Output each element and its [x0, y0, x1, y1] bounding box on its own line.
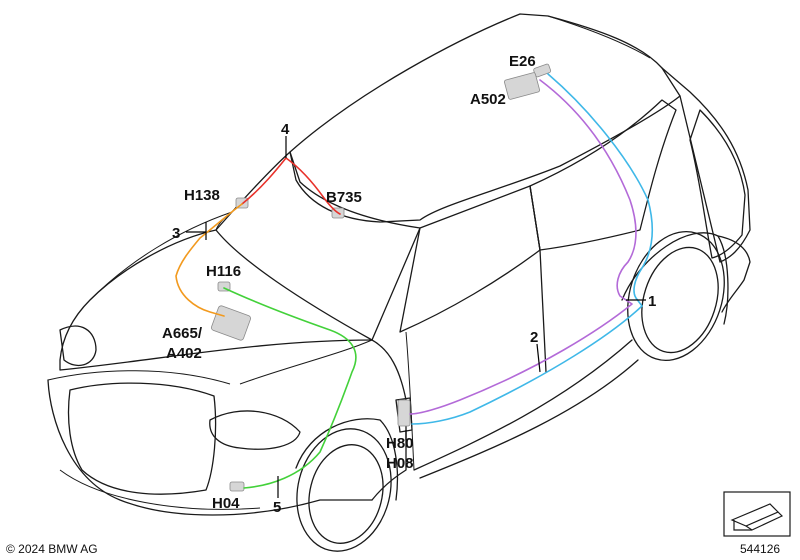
label-a665: A665/ — [162, 325, 203, 342]
label-e26: E26 — [509, 53, 536, 70]
headlight-right — [209, 410, 301, 450]
component-a502 — [504, 72, 540, 100]
bumper-line — [47, 370, 231, 385]
roof-rear — [547, 15, 651, 59]
wire-red — [241, 157, 341, 215]
front-wheel-inner — [308, 444, 384, 544]
label-1: 1 — [648, 293, 656, 310]
label-a502: A502 — [470, 91, 506, 108]
grille-outline — [67, 382, 217, 495]
label-b735: B735 — [326, 189, 362, 206]
label-a402: A402 — [166, 345, 202, 362]
wire-blue — [411, 73, 654, 425]
wiring — [175, 73, 654, 489]
sill-line — [413, 339, 633, 471]
label-h80: H80 — [386, 435, 414, 452]
windshield-outline — [215, 151, 421, 341]
label-h138: H138 — [184, 187, 220, 204]
front-wheel — [296, 428, 392, 552]
front-lower — [59, 469, 261, 510]
rear-bumper — [717, 235, 751, 313]
copyright-text: © 2024 BMW AG — [6, 542, 98, 556]
side-window-front — [399, 185, 541, 333]
roof-outline — [289, 13, 681, 223]
side-window-rear — [529, 99, 677, 251]
wire-green — [223, 287, 357, 489]
hood-outline — [59, 229, 373, 371]
hood-crease — [89, 211, 233, 301]
b-pillar — [529, 185, 547, 373]
wire-orange — [175, 203, 243, 317]
label-h08: H08 — [386, 455, 414, 472]
rear-wheel-inner — [641, 246, 719, 354]
direction-icon — [723, 491, 791, 537]
component-h80-h08 — [397, 399, 411, 427]
rear-window-outline — [661, 67, 751, 263]
label-3: 3 — [172, 225, 180, 242]
component-a665-a402 — [211, 305, 251, 341]
hood-edge — [239, 339, 373, 385]
label-5: 5 — [273, 499, 281, 516]
car-outline — [47, 13, 751, 552]
label-h116: H116 — [206, 263, 241, 280]
label-4: 4 — [281, 121, 290, 138]
lower-sill — [419, 359, 639, 479]
wire-purple — [409, 79, 637, 415]
front-wheel-arch — [295, 418, 399, 501]
rear-light-outline — [689, 109, 746, 259]
labels: E26 A502 4 H138 B735 3 H116 A665/ A402 2… — [162, 53, 656, 516]
front-bumper — [47, 379, 373, 516]
headlight-left — [59, 325, 97, 367]
label-h04: H04 — [212, 495, 240, 512]
label-2: 2 — [530, 329, 538, 346]
leaders — [186, 136, 646, 498]
component-h04 — [229, 481, 245, 492]
figure-number: 544126 — [740, 542, 780, 556]
leader-2 — [536, 343, 541, 373]
rear-wheel — [627, 230, 725, 362]
